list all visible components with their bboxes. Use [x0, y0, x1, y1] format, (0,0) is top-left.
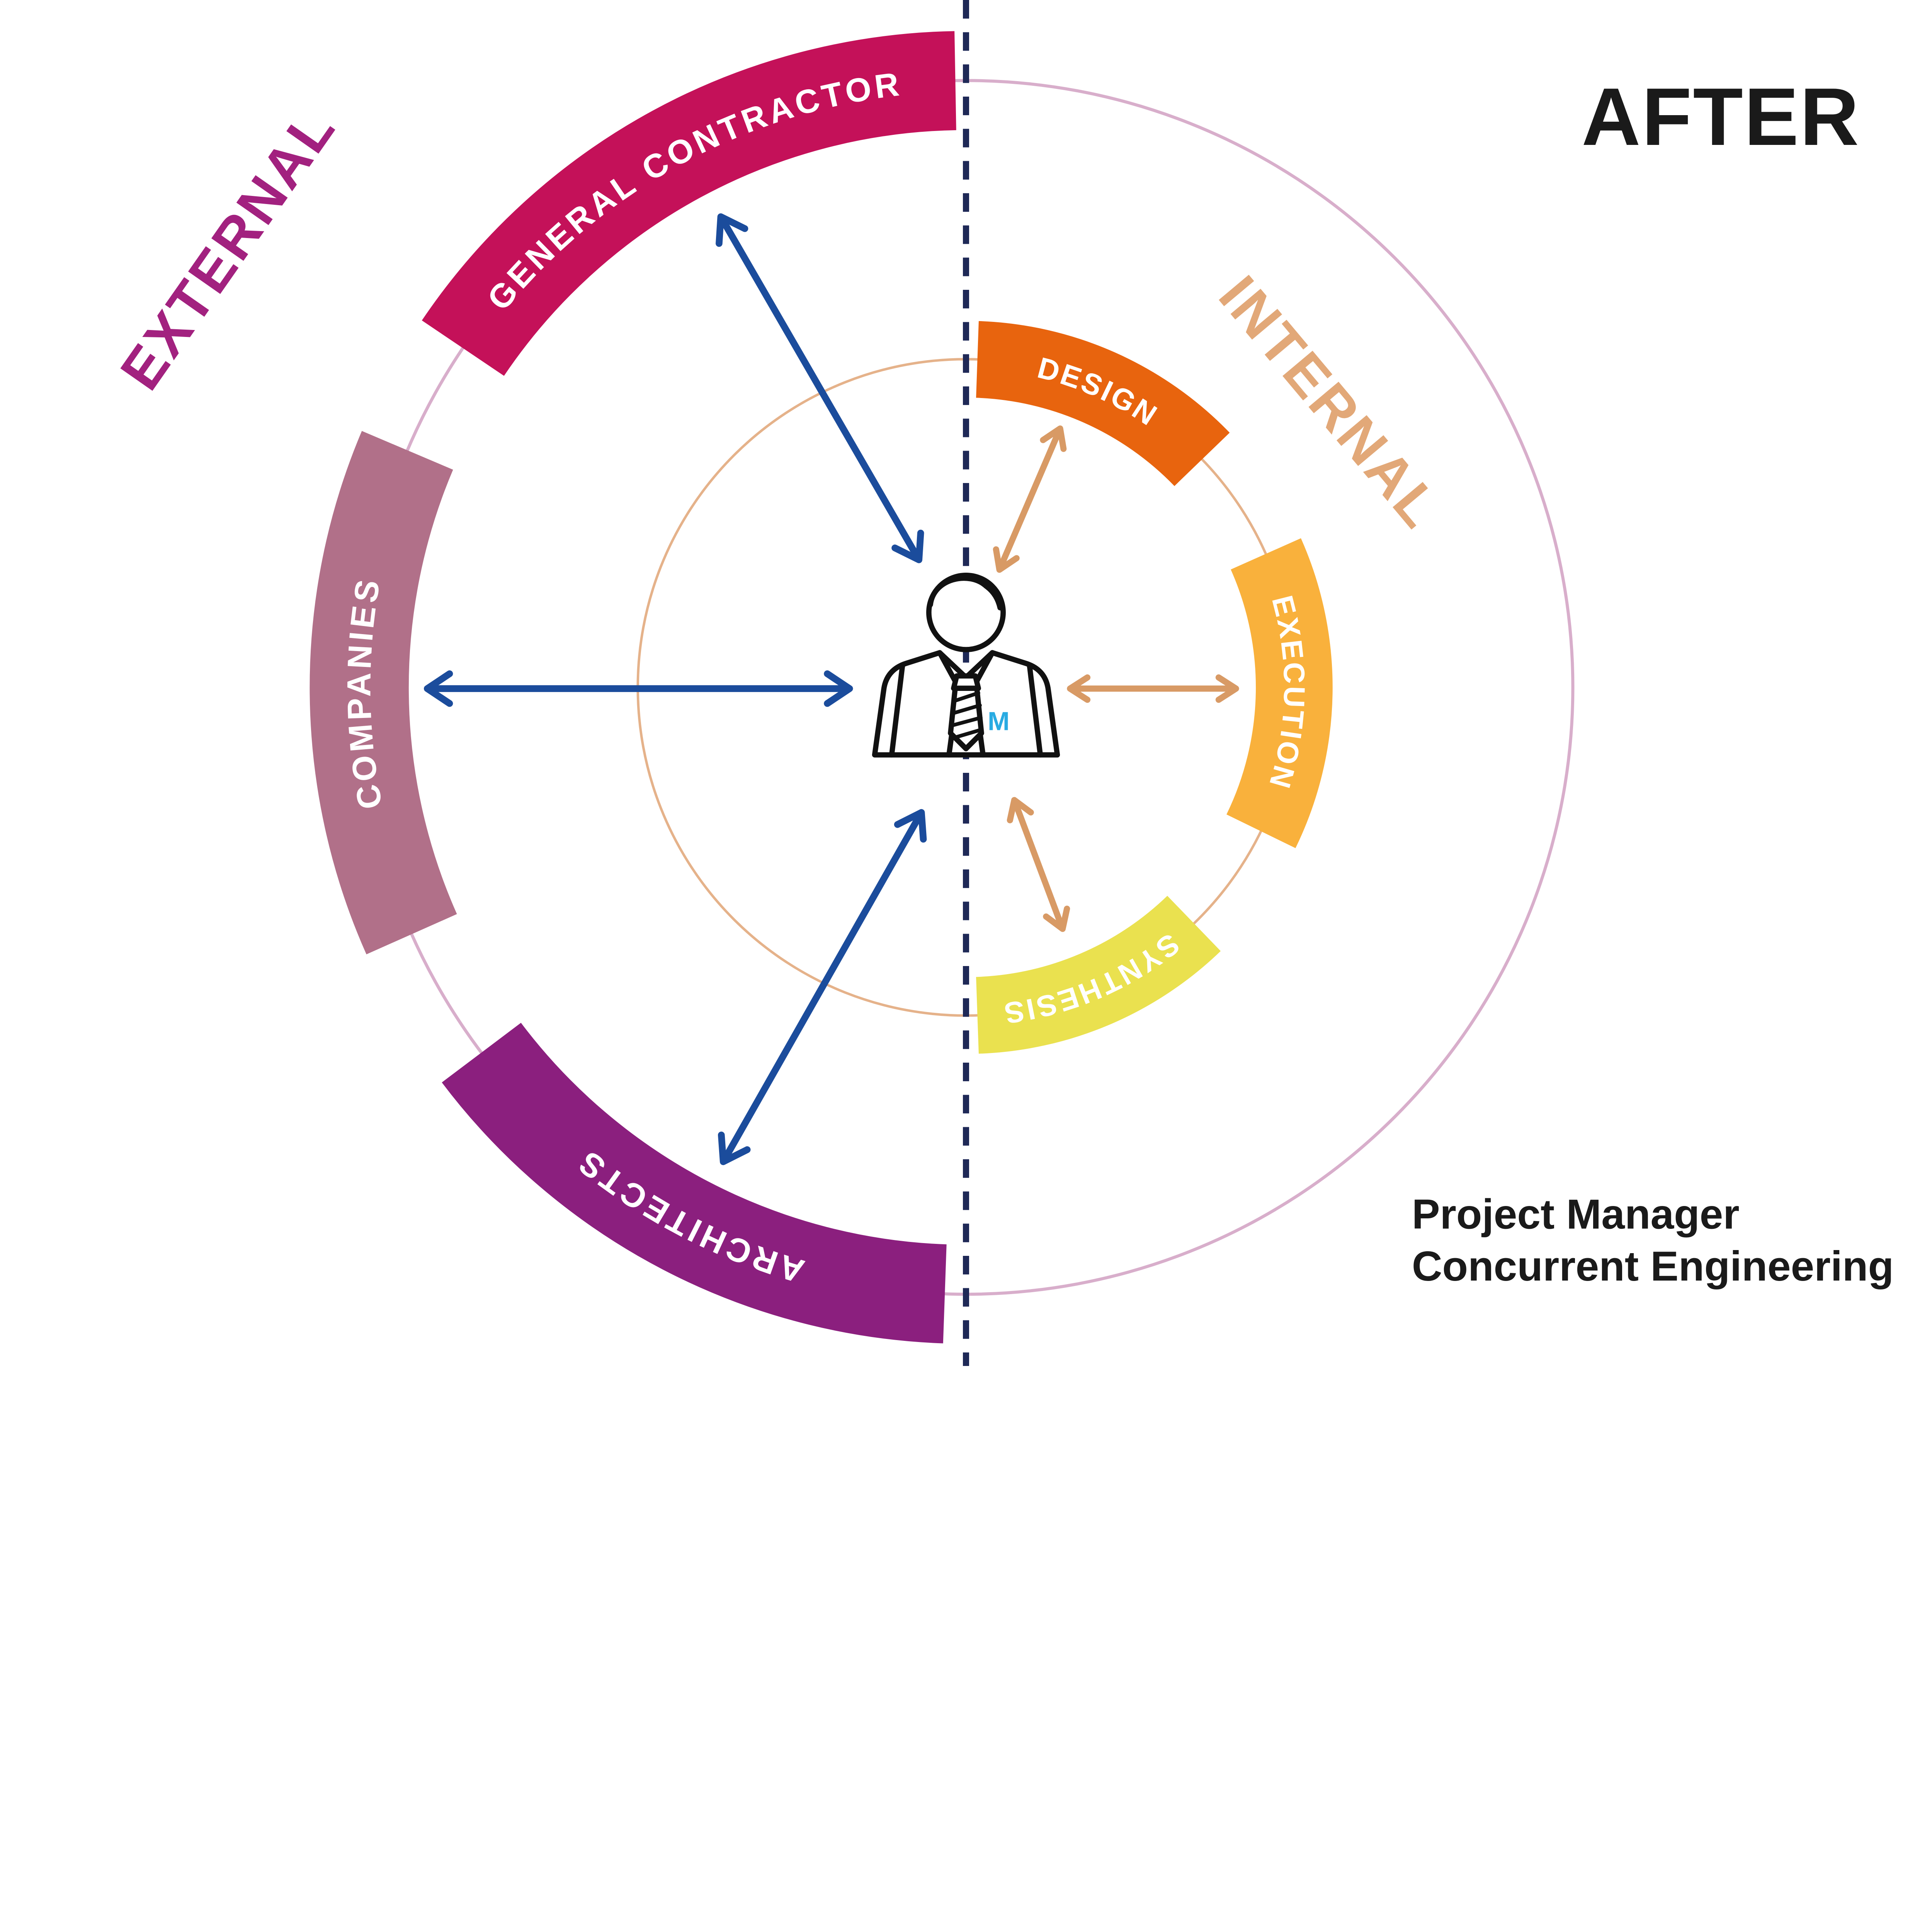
internal-zone-label: INTERNAL	[1207, 264, 1453, 541]
person-hair	[928, 575, 1003, 611]
diagram-svg: GENERAL CONTRACTOR COMPANIES ARCHITECTS …	[109, 0, 1894, 1366]
arrow-general-contractor-center	[716, 213, 924, 563]
project-manager-icon: M	[872, 572, 1060, 758]
arrow-design-center	[993, 425, 1067, 573]
monogram: M	[988, 706, 1010, 736]
person-arm-seams	[889, 662, 1043, 758]
person-head	[926, 572, 1006, 652]
caption-line-1: Project Manager	[1412, 1191, 1740, 1238]
arrow-synthesis-center	[1007, 797, 1070, 932]
caption-line-2: Concurrent Engineering	[1412, 1243, 1894, 1290]
person-tie-stripes	[950, 691, 983, 740]
after-title: AFTER	[1582, 71, 1860, 162]
concurrent-engineering-diagram: GENERAL CONTRACTOR COMPANIES ARCHITECTS …	[108, 0, 1894, 1366]
external-zone-label: EXTERNAL	[109, 97, 348, 401]
arrow-architects-center	[718, 809, 927, 1165]
